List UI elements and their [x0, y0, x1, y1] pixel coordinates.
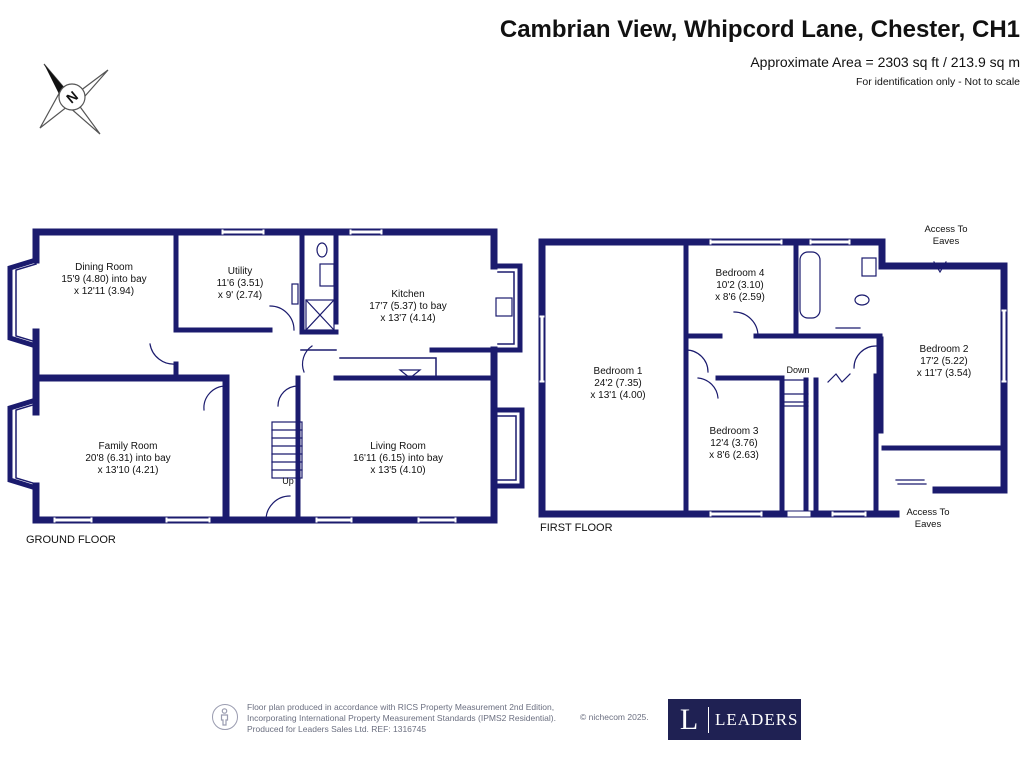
logo-wordmark: LEADERS [715, 709, 799, 729]
kitchen-dim-2: x 13'7 (4.14) [380, 313, 435, 324]
bedroom-2-dim-1: 17'2 (5.22) [920, 356, 968, 367]
copyright-notice: © nichecom 2025. [580, 712, 649, 722]
utility-dim-1: 11'6 (3.51) [217, 278, 264, 289]
bedroom-4-name: Bedroom 4 [716, 268, 765, 279]
compass-icon: N [39, 63, 109, 135]
bedroom-1-dim-2: x 13'1 (4.00) [590, 390, 645, 401]
dining-room-name: Dining Room [75, 262, 133, 273]
utility-name: Utility [228, 266, 252, 277]
dining-room-dim-1: 15'9 (4.80) into bay [61, 274, 146, 285]
family-room-name: Family Room [99, 441, 158, 452]
family-room-dim-2: x 13'10 (4.21) [98, 465, 159, 476]
eaves-top-line-1: Access To [924, 224, 967, 235]
ground-floor-plan [7, 228, 525, 524]
logo-letter: L [679, 702, 699, 736]
eaves-top-line-2: Eaves [933, 236, 960, 247]
bedroom-2-name: Bedroom 2 [920, 344, 969, 355]
utility-dim-2: x 9' (2.74) [218, 290, 262, 301]
living-room-dim-2: x 13'5 (4.10) [370, 465, 425, 476]
stairs-up-label: Up [282, 476, 294, 486]
bedroom-4-dim-2: x 8'6 (2.59) [715, 292, 765, 303]
dining-room-dim-2: x 12'11 (3.94) [74, 286, 134, 297]
eaves-bottom-line-1: Access To [906, 507, 949, 518]
living-room-name: Living Room [370, 441, 426, 452]
family-room-dim-1: 20'8 (6.31) into bay [85, 453, 170, 464]
eaves-bottom-line-2: Eaves [915, 519, 942, 530]
person-icon [212, 704, 238, 730]
bedroom-1-dim-1: 24'2 (7.35) [594, 378, 642, 389]
bedroom-3-name: Bedroom 3 [710, 426, 759, 437]
bedroom-2-dim-2: x 11'7 (3.54) [917, 368, 972, 379]
logo-divider [708, 706, 709, 733]
disclaimer-line-1: Floor plan produced in accordance with R… [247, 702, 555, 712]
kitchen-dim-1: 17'7 (5.37) to bay [369, 301, 447, 312]
living-room-dim-1: 16'11 (6.15) into bay [353, 453, 443, 464]
disclaimer-line-3: Produced for Leaders Sales Ltd. REF: 131… [247, 724, 427, 734]
disclaimer-line-2: Incorporating International Property Mea… [247, 713, 556, 723]
ground-floor-label: GROUND FLOOR [26, 534, 116, 546]
kitchen-name: Kitchen [391, 289, 424, 300]
leaders-logo: L LEADERS [668, 699, 801, 740]
bedroom-1-name: Bedroom 1 [594, 366, 643, 377]
bedroom-3-dim-2: x 8'6 (2.63) [709, 450, 759, 461]
scale-note: For identification only - Not to scale [856, 76, 1020, 88]
first-floor-label: FIRST FLOOR [540, 522, 613, 534]
approximate-area: Approximate Area = 2303 sq ft / 213.9 sq… [750, 54, 1020, 70]
first-floor-plan [538, 238, 1008, 518]
measurement-disclaimer: Floor plan produced in accordance with R… [247, 702, 556, 735]
bedroom-4-dim-1: 10'2 (3.10) [716, 280, 764, 291]
bedroom-3-dim-1: 12'4 (3.76) [710, 438, 758, 449]
stairs-down-label: Down [786, 365, 809, 375]
property-title: Cambrian View, Whipcord Lane, Chester, C… [499, 16, 1020, 43]
